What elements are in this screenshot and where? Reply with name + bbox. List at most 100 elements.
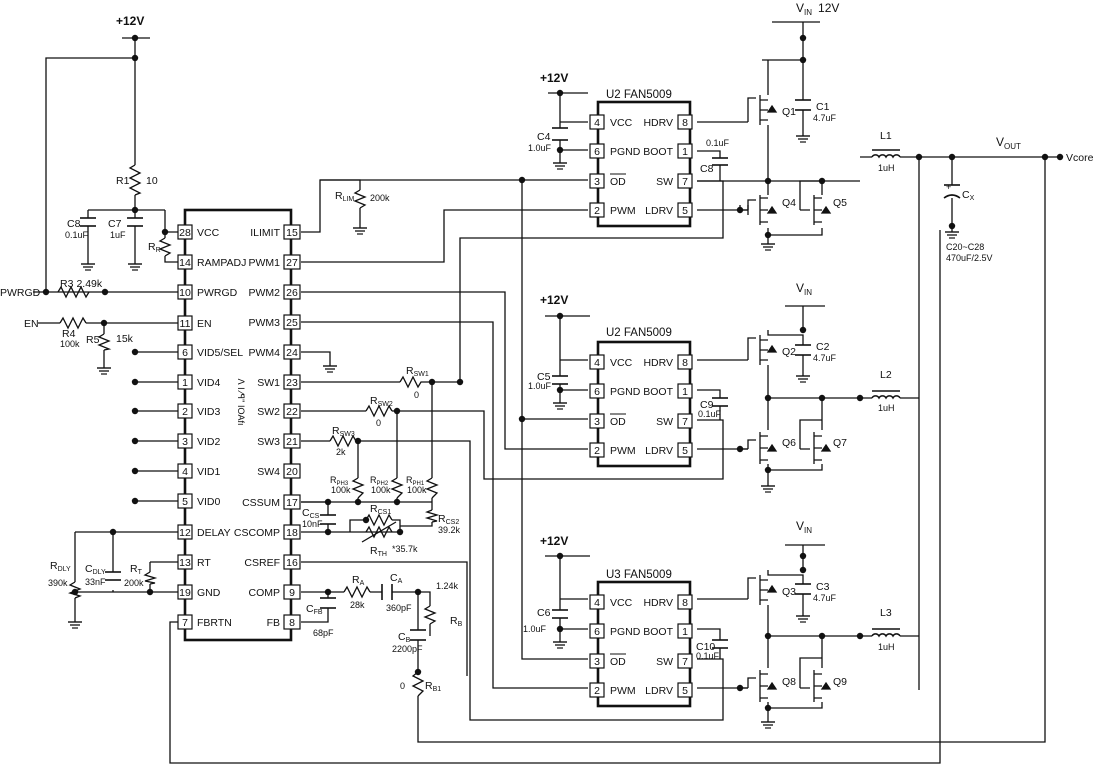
controller-pin-box <box>283 314 301 330</box>
controller-pin-box <box>177 315 193 331</box>
controller-pin-name: FBRTN <box>197 617 232 629</box>
rcs2-value: 39.2k <box>438 525 461 535</box>
controller-pin-number: 5 <box>182 496 188 508</box>
inductor-l3 <box>871 633 901 638</box>
c7-label: C7 <box>108 218 122 230</box>
driver-pin-name: LDRV <box>645 685 673 697</box>
mosfet-q5 <box>800 195 832 225</box>
svg-text:+: + <box>946 182 951 192</box>
driver-pin-name: LDRV <box>645 445 673 457</box>
controller-pin-box <box>177 254 193 270</box>
controller-pin-name: GND <box>197 587 221 599</box>
rth-body <box>365 525 393 539</box>
rcs2-body <box>424 509 440 523</box>
rb-value: 1.24k <box>436 581 459 591</box>
controller-pin-number: 4 <box>182 466 188 478</box>
driver-pin-number: 6 <box>594 146 600 158</box>
l3-value: 1uH <box>878 642 895 652</box>
rr-label: RR <box>148 241 161 254</box>
controller-pin-number: 12 <box>179 527 191 539</box>
resistors <box>57 164 440 697</box>
controller-pin-number: 28 <box>179 227 191 239</box>
controller-pin-name: PWM2 <box>249 287 281 299</box>
driver-pin-number: 2 <box>594 685 600 697</box>
rph2-body <box>390 477 404 499</box>
driver-pin-box <box>677 442 693 458</box>
controller-pin-box <box>283 614 301 630</box>
driver-pin-box <box>589 442 605 458</box>
controller-pin-name: VID5/SEL <box>197 347 243 359</box>
vin-label-3: VIN <box>796 519 812 535</box>
c2-label: C2 <box>816 341 830 353</box>
r4-value: 100k <box>60 339 80 349</box>
driver-pin-name: LDRV <box>645 205 673 217</box>
rsw3-value: 2k <box>336 447 346 457</box>
controller-pin-number: 7 <box>182 617 188 629</box>
cfb-label: CFB <box>306 603 323 616</box>
driver-pin-name: PWM <box>610 205 636 217</box>
mosfet-q9 <box>800 670 832 702</box>
controller-pin-name: CSREF <box>244 557 280 569</box>
controller-pin-number: 1 <box>182 377 188 389</box>
controller-pin-number: 18 <box>286 527 298 539</box>
rdly-label: RDLY <box>50 560 71 573</box>
cb-value: 2200pF <box>392 644 423 654</box>
rsw1-label: RSW1 <box>406 365 429 378</box>
driver-pin-number: 5 <box>682 685 688 697</box>
mosfet-q1 <box>747 95 778 125</box>
controller-pin-name: VID2 <box>197 436 221 448</box>
driver-pin-name: OD <box>610 656 626 668</box>
ca-value: 360pF <box>386 603 412 613</box>
driver-pin-box <box>677 383 693 399</box>
driver-pin-box <box>589 114 605 130</box>
c10-value: 0.1uF <box>696 651 720 661</box>
controller-pin-number: 8 <box>289 617 295 629</box>
controller-pin-number: 16 <box>286 557 298 569</box>
controller-pin-box <box>283 494 301 510</box>
rph3-value: 100k <box>331 485 351 495</box>
mosfets <box>747 95 832 702</box>
controller-pin-name: PWM4 <box>249 347 281 359</box>
cdly-label: CDLY <box>85 563 106 576</box>
controller-pin-box <box>283 463 301 479</box>
r5-body <box>97 333 112 351</box>
ccs-value: 10nF <box>302 519 323 529</box>
driver-pin-number: 5 <box>682 445 688 457</box>
controller-pin-name: VID0 <box>197 496 221 508</box>
mosfet-q8 <box>747 670 778 702</box>
driver-pin-number: 8 <box>682 357 688 369</box>
driver-pin-name: BOOT <box>643 626 673 638</box>
controller-pin-name: SW4 <box>257 466 280 478</box>
c8-label: C8 <box>67 218 81 230</box>
c2-value: 4.7uF <box>813 353 837 363</box>
mosfet-q3 <box>747 575 778 605</box>
rph2-label: RPH2 <box>370 475 389 487</box>
q8-label: Q8 <box>782 676 796 688</box>
driver-pin-name: VCC <box>610 117 633 129</box>
driver-pin-box <box>677 653 693 669</box>
controller-pin-number: 21 <box>286 436 298 448</box>
c9-label: C9 <box>700 399 714 411</box>
rcs1-label: RCS1 <box>370 503 391 516</box>
driver-pin-name: PGND <box>610 626 641 638</box>
vout-label: VOUT <box>996 135 1021 151</box>
driver-pin-box <box>589 653 605 669</box>
supply-label-d3: +12V <box>540 534 568 548</box>
controller-pin-number: 24 <box>286 347 298 359</box>
cx-value: C20~C28 <box>946 242 984 252</box>
driver-pin-box <box>677 623 693 639</box>
l2-value: 1uH <box>878 403 895 413</box>
driver-pin-name: OD <box>610 176 626 188</box>
q9-label: Q9 <box>833 676 847 688</box>
controller-pin-name: SW3 <box>257 436 280 448</box>
rr-body <box>158 237 172 257</box>
r3-body <box>57 285 90 299</box>
